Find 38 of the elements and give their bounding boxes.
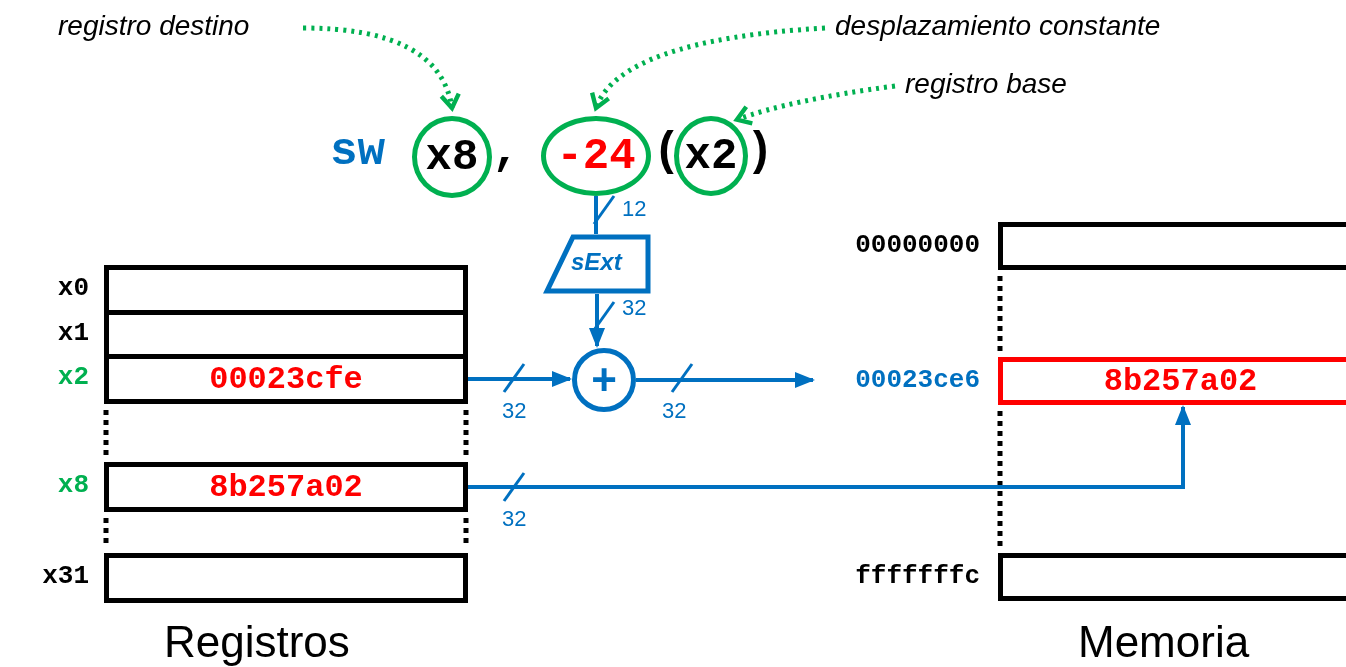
annotation-label: desplazamiento constante [835,10,1210,46]
arrow [468,405,1191,489]
annotation-label: registro destino [58,10,293,46]
value-cell: 8b257a02 [104,462,468,512]
value-cell: 8b257a02 [998,357,1346,405]
arrow [589,294,605,348]
punctuation: , [492,126,520,178]
arrow [734,83,896,126]
register-name: x1 [56,318,89,348]
arrow [302,25,460,111]
panel-title: Registros [164,617,350,667]
arrow [636,372,815,388]
circled-operand: x8 [412,116,492,198]
empty-cell [998,553,1346,601]
empty-cell [998,222,1346,270]
register-name: x8 [56,470,89,500]
register-name: x31 [41,561,89,591]
edge-label: 32 [502,398,527,424]
memory-address: 00023ce6 [854,365,980,395]
edge-label: 32 [662,398,687,424]
instruction-mnemonic: sw [330,126,386,178]
punctuation: ) [746,126,774,178]
register-name: x2 [56,362,89,392]
circled-operand: x2 [674,116,748,196]
arrow [468,371,572,387]
empty-cell [104,553,468,603]
adder-circle: + [572,348,636,412]
panel-title: Memoria [1078,617,1250,667]
edge-label: 32 [622,295,647,321]
edge-label: 12 [622,196,647,222]
memory-address: fffffffc [854,561,980,591]
circled-operand: -24 [541,116,651,196]
arrow [591,25,826,111]
edge-label: 32 [502,506,527,532]
sign-extend-block: sExt [543,234,651,294]
annotation-label: registro base [905,68,1095,104]
register-name: x0 [56,273,89,303]
memory-address: 00000000 [854,230,980,260]
